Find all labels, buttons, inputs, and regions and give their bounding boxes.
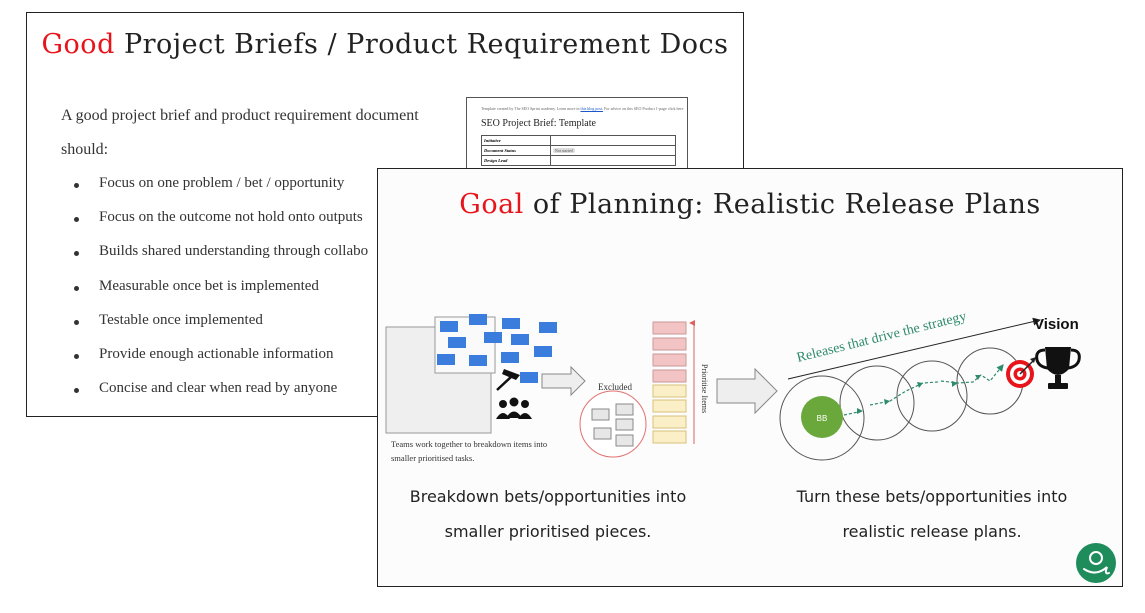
backlog-card bbox=[448, 337, 466, 348]
excluded-circle bbox=[579, 390, 647, 458]
bullet-list: Focus on one problem / bet / opportunity… bbox=[71, 175, 368, 414]
left-note-line1: Teams work together to breakdown items i… bbox=[391, 439, 547, 449]
backlog-card bbox=[484, 332, 502, 343]
table-row: Initiative bbox=[481, 135, 676, 146]
backlog-cards bbox=[437, 314, 557, 383]
row-label: Initiative bbox=[481, 135, 551, 146]
release-circle bbox=[839, 365, 915, 441]
backlog-card bbox=[469, 355, 487, 366]
template-note: Template created by The SEO Sprint acade… bbox=[481, 106, 684, 111]
template-doc-title: SEO Project Brief: Template bbox=[481, 118, 596, 129]
release-path-markers bbox=[857, 375, 981, 414]
prioritise-label: Prioritise Items bbox=[700, 364, 709, 413]
bullet-item: Provide enough actionable information bbox=[71, 346, 368, 380]
bullet-item: Testable once implemented bbox=[71, 312, 368, 346]
row-value bbox=[550, 135, 676, 146]
left-note-line2: smaller prioritised tasks. bbox=[391, 453, 474, 463]
front-slide-title: Goal of Planning: Realistic Release Plan… bbox=[378, 189, 1122, 220]
row-label: Design Lead bbox=[481, 155, 551, 166]
release-circle bbox=[896, 360, 968, 432]
caption-left: Breakdown bets/opportunities into smalle… bbox=[378, 479, 718, 549]
priority-stack bbox=[652, 321, 687, 444]
back-slide-title: Good Project Briefs / Product Requiremen… bbox=[27, 29, 743, 60]
title-rest: Project Briefs / Product Requirement Doc… bbox=[114, 29, 729, 60]
title-accent: Good bbox=[41, 29, 115, 60]
bullet-item: Focus on one problem / bet / opportunity bbox=[71, 175, 368, 209]
front-slide: Goal of Planning: Realistic Release Plan… bbox=[377, 168, 1123, 587]
team-icon bbox=[496, 397, 532, 419]
backlog-card bbox=[437, 354, 455, 365]
release-path bbox=[843, 365, 1003, 416]
target-icon bbox=[1006, 357, 1036, 388]
flow-arrow-2 bbox=[716, 367, 778, 415]
table-row: Design Lead bbox=[481, 155, 676, 166]
bullet-item: Concise and clear when read by anyone bbox=[71, 380, 368, 414]
caption-right: Turn these bets/opportunities into reali… bbox=[762, 479, 1102, 549]
bb-label: BB bbox=[817, 414, 828, 423]
strategy-arrow bbox=[787, 317, 1041, 380]
flow-arrow-1 bbox=[541, 365, 586, 397]
title-rest: of Planning: Realistic Release Plans bbox=[523, 189, 1041, 220]
backlog-card bbox=[502, 318, 520, 329]
caption-left-line1: Breakdown bets/opportunities into bbox=[409, 487, 687, 506]
caption-left-line2: smaller prioritised pieces. bbox=[444, 522, 652, 541]
bb-circle bbox=[801, 396, 843, 438]
row-value: Not started bbox=[550, 145, 676, 156]
backlog-card bbox=[440, 321, 458, 332]
intro-text: A good project brief and product require… bbox=[61, 107, 419, 158]
release-circle bbox=[779, 375, 865, 461]
bullet-item: Builds shared understanding through coll… bbox=[71, 243, 368, 277]
backlog-board bbox=[385, 316, 496, 434]
trophy-icon bbox=[1035, 347, 1081, 389]
backlog-card bbox=[501, 352, 519, 363]
caption-right-line2: realistic release plans. bbox=[842, 522, 1022, 541]
bullet-item: Measurable once bet is implemented bbox=[71, 278, 368, 312]
backlog-card bbox=[534, 346, 552, 357]
status-chip[interactable]: Not started bbox=[553, 148, 575, 153]
title-accent: Goal bbox=[459, 189, 524, 220]
caption-right-line1: Turn these bets/opportunities into bbox=[796, 487, 1068, 506]
backlog-card bbox=[520, 372, 538, 383]
template-note-link[interactable]: this blog post. bbox=[580, 106, 604, 111]
vision-label: Vision bbox=[1034, 316, 1079, 333]
backlog-card bbox=[511, 334, 529, 345]
backlog-card bbox=[539, 322, 557, 333]
backlog-card bbox=[469, 314, 487, 325]
logo-icon bbox=[1076, 543, 1116, 583]
hammer-icon bbox=[496, 369, 520, 391]
excluded-label: Excluded bbox=[598, 382, 632, 392]
row-label: Document Status bbox=[481, 145, 551, 156]
bullet-item: Focus on the outcome not hold onto outpu… bbox=[71, 209, 368, 243]
row-value bbox=[550, 155, 676, 166]
planning-diagram: Teams work together to breakdown items i… bbox=[385, 309, 1081, 463]
